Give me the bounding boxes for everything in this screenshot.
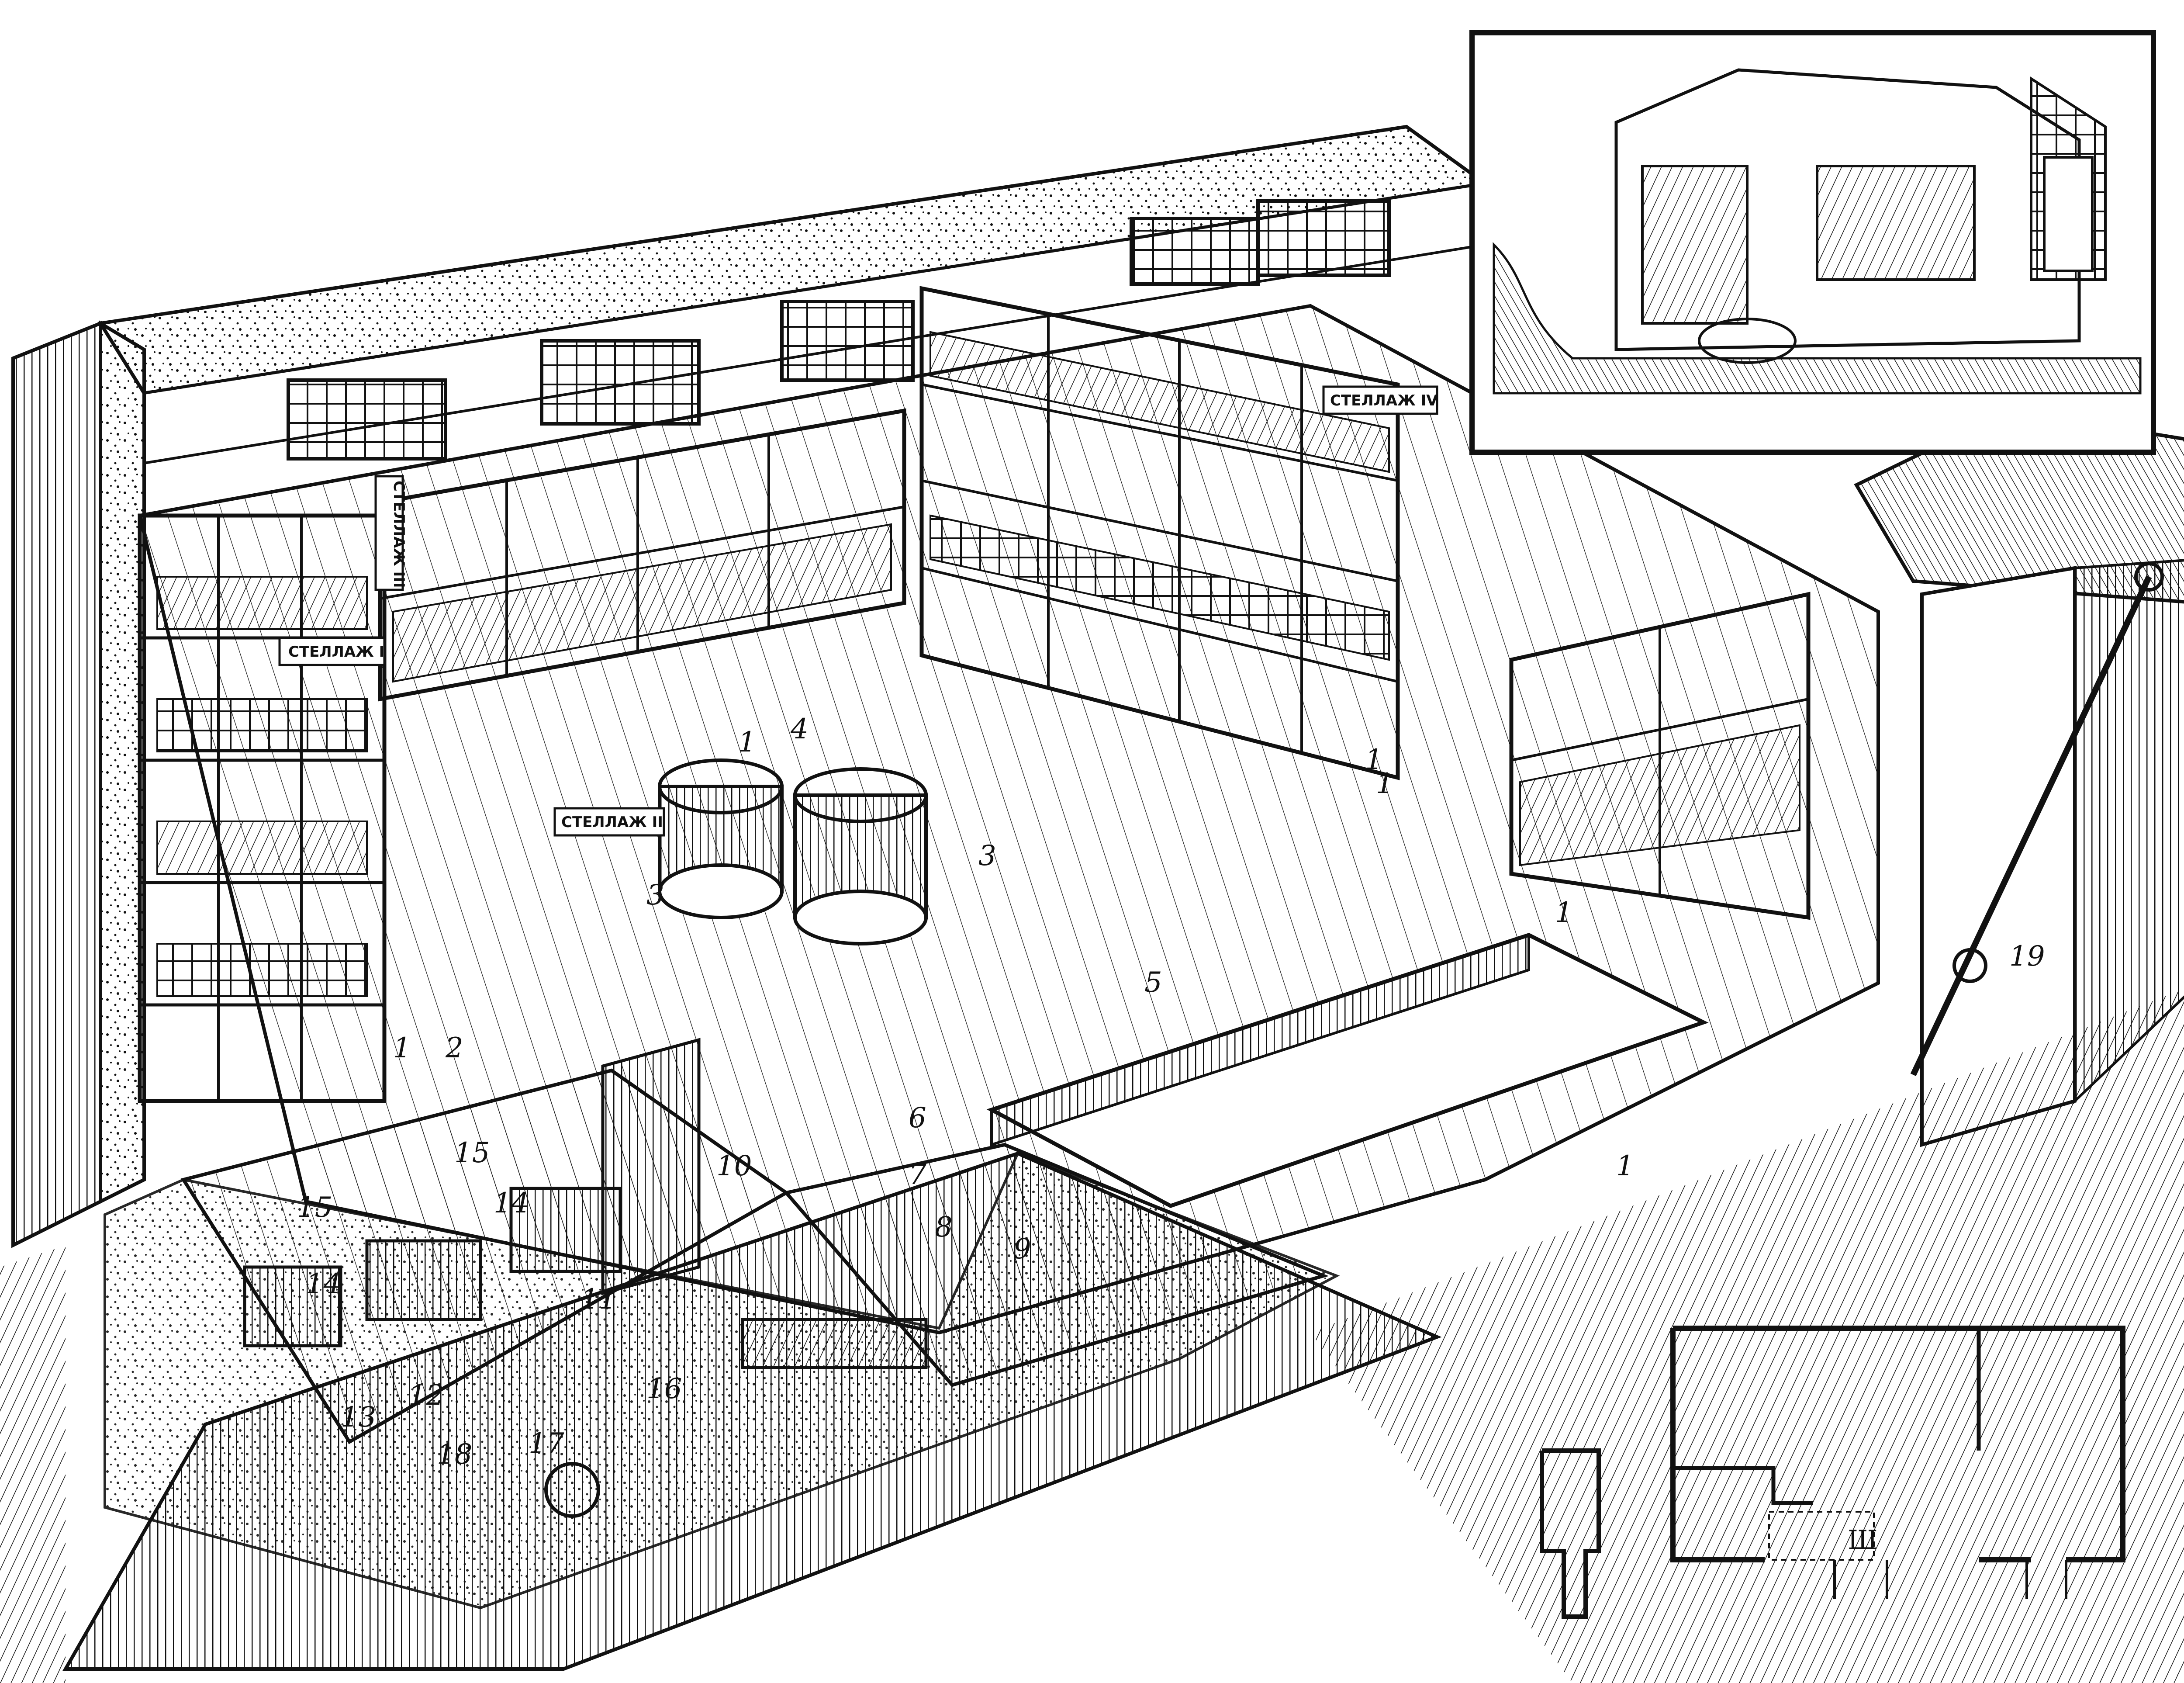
callout-label: 3 (978, 840, 996, 872)
callout-label: 7 (909, 1159, 926, 1191)
shelf-sign-4-text: СТЕЛЛАЖ IV (1330, 392, 1438, 409)
window (780, 300, 915, 382)
callout-label: 1 (1555, 897, 1573, 929)
callout-label: 1 (393, 1032, 411, 1064)
shelf-sign-1: СТЕЛЛАЖ I (278, 637, 386, 666)
callout-label: 10 (716, 1150, 752, 1182)
callout-label: 9 (1013, 1233, 1031, 1265)
ground-hatching-left (0, 1245, 66, 1683)
front-rooms (180, 1038, 1329, 1518)
callout-label: 4 (790, 713, 809, 745)
callout-label: 1 (1616, 1150, 1634, 1182)
main-floor-plan: Ш (1670, 1326, 2125, 1599)
callout-label: 1 (1376, 768, 1394, 800)
callout-label: 1 (1365, 744, 1383, 776)
shelf-sign-2: СТЕЛЛАЖ II (553, 807, 665, 837)
shelf-sign-3-text: СТЕЛЛАЖ III (390, 481, 408, 588)
callout-label: 3 (646, 879, 664, 911)
callout-label: 2 (445, 1032, 463, 1064)
rack-3 (919, 286, 1400, 780)
tire-stacks (658, 758, 928, 945)
callout-label: 14 (306, 1268, 341, 1300)
left-outer-wall (11, 321, 102, 1248)
workbench (741, 1318, 928, 1369)
washing-tank (509, 1187, 622, 1273)
ground-hatching (1310, 989, 2184, 1683)
shelf-sign-1-text: СТЕЛЛАЖ I (288, 643, 384, 661)
washing-tank (243, 1265, 342, 1347)
callout-label: 11 (581, 1283, 616, 1316)
shelf-sign-3: СТЕЛЛАЖ III (374, 475, 408, 591)
callout-labels: 1 1 1 1 1 1 2 3 3 4 5 6 7 8 9 10 11 12 1… (297, 713, 2045, 1471)
window (287, 378, 447, 461)
shelving-racks (138, 286, 1811, 1208)
small-floor-plan (1540, 1448, 1601, 1619)
shelf-signs: СТЕЛЛАЖ I СТЕЛЛАЖ II СТЕЛЛАЖ III СТЕЛЛАЖ… (278, 385, 1438, 837)
callout-label: 18 (437, 1438, 472, 1471)
callout-label: 5 (1144, 966, 1162, 999)
callout-label: 16 (646, 1373, 682, 1405)
windows (287, 199, 1391, 461)
callout-label: 6 (909, 1102, 926, 1134)
grinder (544, 1462, 600, 1518)
window (1256, 199, 1391, 277)
callout-label: 14 (494, 1187, 529, 1219)
stair-railing (986, 933, 1709, 1208)
callout-label: 15 (297, 1191, 332, 1224)
right-ribbed-wall (2073, 559, 2184, 1104)
shelf-sign-4: СТЕЛЛАЖ IV (1322, 385, 1438, 415)
callout-label: 17 (529, 1427, 564, 1460)
callout-label: 19 (2009, 940, 2045, 973)
callout-label: 1 (738, 726, 756, 758)
rack-right (1509, 592, 1811, 920)
floor-plans: Ш (1540, 1326, 2125, 1619)
window (1130, 217, 1260, 286)
rack-2 (378, 408, 906, 702)
shelf-sign-2-text: СТЕЛЛАЖ II (561, 814, 663, 831)
plan-symbol-sh: Ш (1848, 1525, 1877, 1555)
washing-tank (365, 1239, 482, 1321)
inset-basement-view (1469, 30, 2156, 455)
left-wall-cut (99, 320, 146, 1205)
callout-label: 13 (341, 1401, 376, 1434)
callout-label: 15 (454, 1137, 490, 1169)
window (540, 339, 701, 426)
jib-crane (1910, 562, 2164, 1076)
callout-label: 8 (935, 1211, 953, 1243)
callout-label: 12 (408, 1379, 444, 1412)
